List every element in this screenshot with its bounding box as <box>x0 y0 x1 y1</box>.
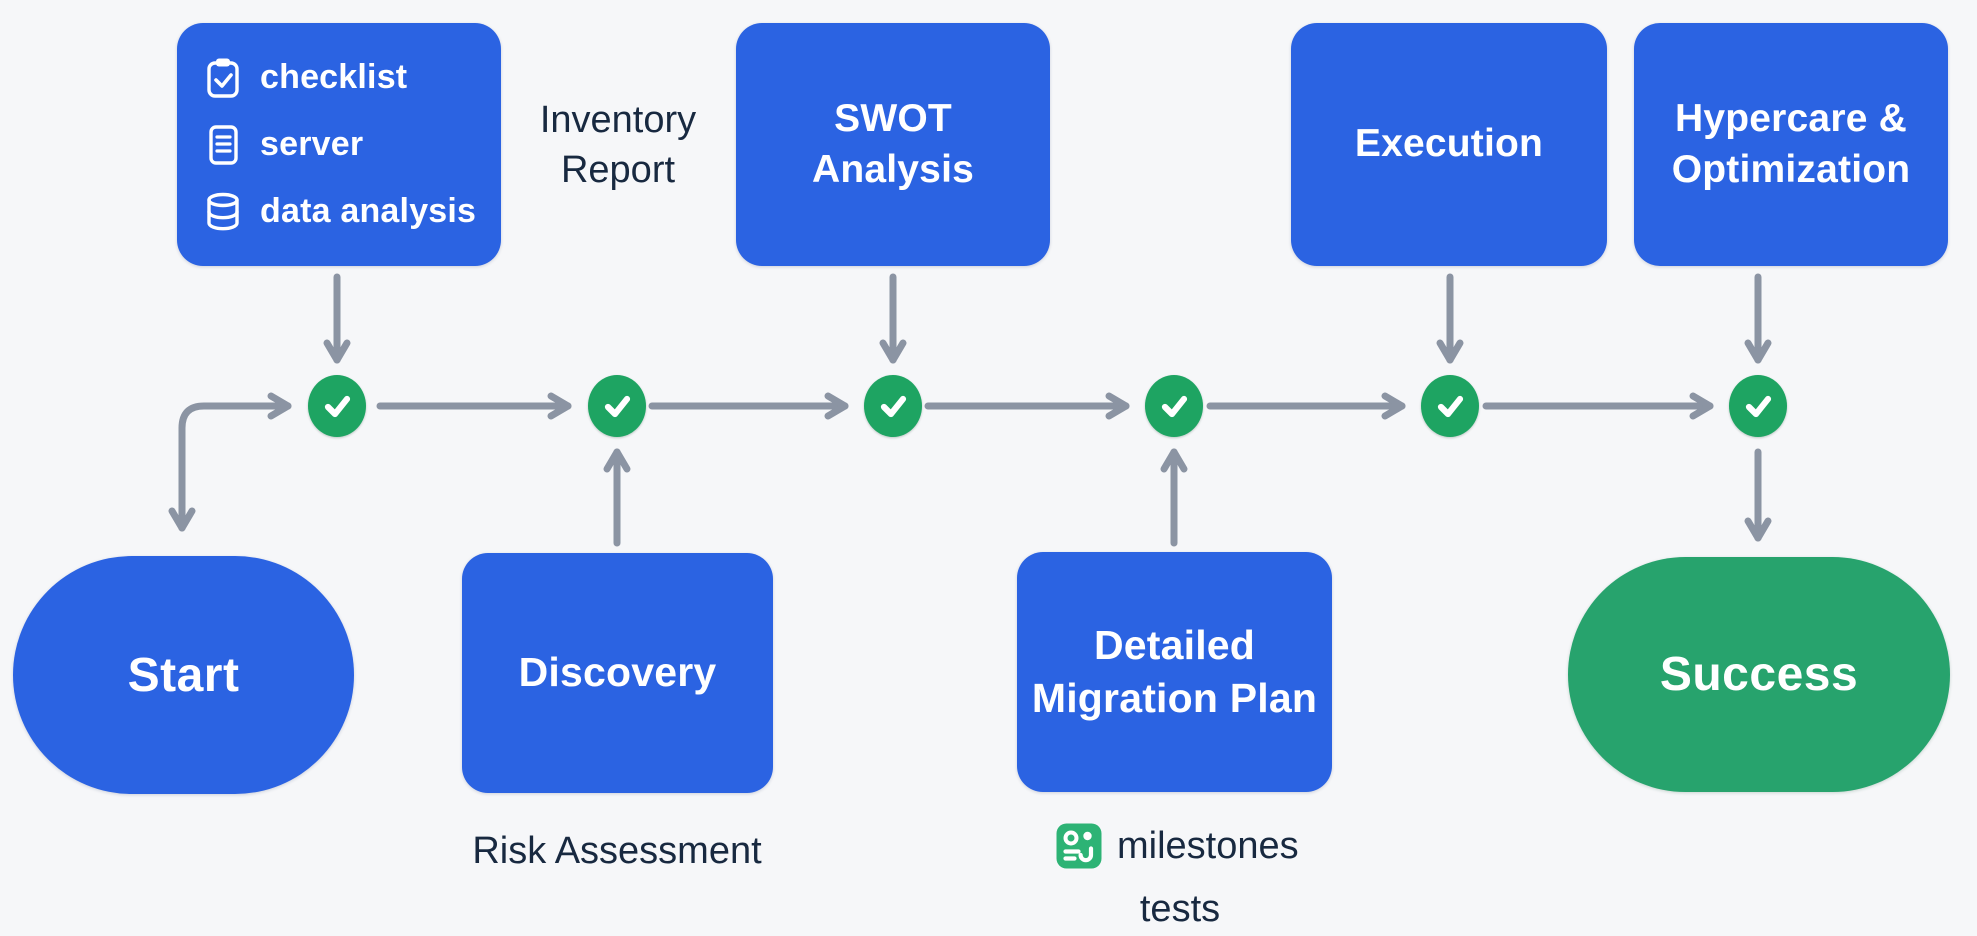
note-tests: tests <box>1139 888 1221 930</box>
node-success: Success <box>1568 557 1950 792</box>
prep-item-label: server <box>260 125 364 163</box>
node-preparation-list: checklist server data analysis <box>177 23 501 266</box>
node-label: Discovery <box>518 649 717 696</box>
node-label: Detailed Migration Plan <box>1031 621 1318 721</box>
prep-item-data-analysis: data analysis <box>203 190 476 234</box>
prep-item-server: server <box>203 123 363 167</box>
milestones-grid-icon <box>1056 823 1102 869</box>
milestones-label: milestones <box>1117 824 1299 867</box>
note-risk-assessment: Risk Assessment <box>472 830 762 872</box>
check-circle-icon <box>864 375 922 437</box>
check-circle-icon <box>308 375 366 437</box>
node-label: Hypercare & Optimization <box>1671 96 1911 191</box>
note-inventory-report: Inventory Report <box>539 99 697 192</box>
database-icon <box>203 190 243 234</box>
check-circle-icon <box>1421 375 1479 437</box>
node-discovery: Discovery <box>462 553 773 793</box>
prep-item-label: data analysis <box>260 192 477 230</box>
node-detailed-migration-plan: Detailed Migration Plan <box>1017 552 1332 792</box>
arrow-elbow-start <box>168 392 292 532</box>
note-milestones: milestones <box>1056 823 1299 869</box>
prep-item-label: checklist <box>260 58 408 96</box>
node-execution: Execution <box>1291 23 1607 266</box>
check-circle-icon <box>1145 375 1203 437</box>
node-label: SWOT Analysis <box>811 96 975 191</box>
prep-item-checklist: checklist <box>203 56 407 100</box>
check-circle-icon <box>1729 375 1787 437</box>
clipboard-check-icon <box>203 56 243 100</box>
node-hypercare-optimization: Hypercare & Optimization <box>1634 23 1948 266</box>
node-start: Start <box>13 556 354 794</box>
document-lines-icon <box>203 123 243 167</box>
node-label: Start <box>127 648 240 702</box>
node-swot-analysis: SWOT Analysis <box>736 23 1050 266</box>
node-label: Execution <box>1354 122 1544 166</box>
node-label: Success <box>1659 648 1859 701</box>
check-circle-icon <box>588 375 646 437</box>
